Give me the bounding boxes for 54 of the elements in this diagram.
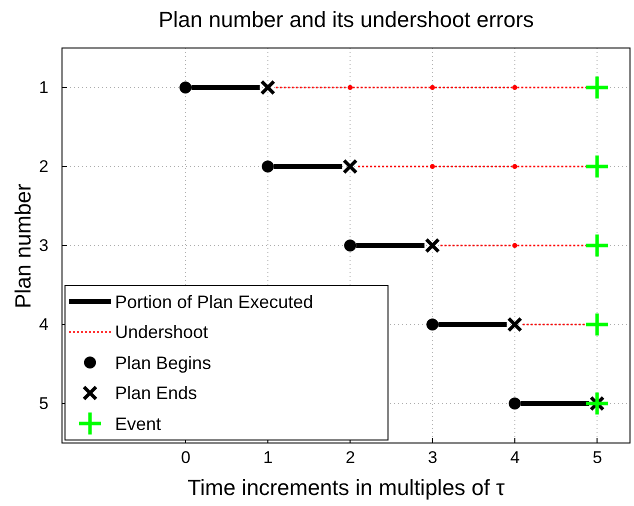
point-marker — [430, 85, 435, 90]
dashed-connector — [517, 86, 586, 88]
end-marker — [508, 317, 522, 332]
dashed-connector — [434, 166, 512, 168]
point-marker — [348, 85, 353, 90]
start-marker — [179, 82, 192, 94]
axis-title: Plan number — [12, 183, 34, 308]
connector-line — [191, 85, 260, 90]
end-marker — [260, 80, 276, 95]
event-marker — [586, 314, 608, 336]
legend-label: Plan Begins — [115, 354, 212, 372]
event-marker — [586, 76, 608, 98]
dashed-connector — [352, 86, 430, 88]
event-marker — [586, 156, 608, 178]
tick-label: 5 — [39, 395, 48, 412]
end-marker — [342, 159, 358, 174]
tick-label: 5 — [592, 448, 602, 466]
tick-label: 1 — [39, 79, 48, 96]
tick-label: 1 — [263, 448, 273, 466]
tick-label: 3 — [428, 448, 438, 466]
dashed-connector — [434, 86, 512, 88]
dashed-connector — [522, 324, 586, 326]
point-marker — [430, 164, 435, 169]
tick-label: 2 — [346, 448, 356, 466]
dashed-connector — [517, 166, 586, 168]
event-marker — [586, 392, 608, 414]
start-marker — [344, 240, 356, 252]
tick-label: 3 — [39, 237, 48, 254]
legend-label: Portion of Plan Executed — [115, 292, 314, 310]
dashed-connector — [358, 166, 430, 168]
event-marker — [586, 234, 608, 256]
dashed-connector — [276, 86, 348, 88]
point-marker — [512, 164, 518, 169]
start-marker — [426, 318, 438, 330]
connector-line — [274, 164, 342, 169]
tick-label: 0 — [180, 448, 190, 466]
start-marker — [262, 160, 274, 172]
tick-label: 2 — [39, 158, 48, 175]
point-marker — [512, 243, 518, 248]
connector-line — [438, 322, 507, 327]
dashed-connector — [517, 244, 586, 246]
start-marker — [508, 398, 521, 410]
point-marker — [512, 85, 518, 90]
legend-label: Plan Ends — [115, 384, 198, 402]
connector-line — [356, 243, 424, 248]
chart-title: Plan number and its undershoot errors — [158, 9, 534, 31]
tick-label: 4 — [510, 448, 520, 466]
legend-label: Undershoot — [115, 323, 208, 341]
axis-title: Time increments in multiples of τ — [188, 477, 505, 499]
tick-label: 4 — [39, 316, 48, 333]
legend-label: Event — [115, 414, 162, 432]
end-marker — [425, 238, 440, 253]
dashed-connector — [440, 244, 512, 246]
connector-line — [520, 401, 590, 406]
